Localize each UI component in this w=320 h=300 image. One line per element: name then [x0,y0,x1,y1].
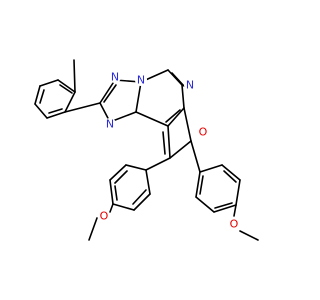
methyl-bond-right [239,230,259,241]
triazole-ring [99,79,142,123]
svg-text:N: N [186,79,194,92]
structure-diagram: N N N N O O O [34,59,259,241]
furan-anisyl-bond-right [190,140,201,173]
methyl-bond [73,59,76,93]
svg-text:O: O [230,218,239,231]
atom-o-methoxy-right: O [228,218,240,231]
atom-n-triazole-top: N [109,71,121,84]
atom-o-furan: O [197,126,209,139]
furan-ring [162,107,192,159]
atom-o-methoxy-left: O [98,210,110,223]
svg-text:N: N [111,71,119,84]
tolyl-ring [34,79,76,119]
svg-text:O: O [100,210,109,223]
svg-text:O: O [199,126,208,139]
svg-text:N: N [137,74,145,87]
methoxy-bond-left [109,203,114,213]
methyl-bond-left [88,217,98,241]
pyrimidine-ring [135,69,185,127]
methoxy-bond-right [233,204,237,217]
atom-n-pyrimidine: N [184,79,196,92]
tolyl-triazole-bond [64,102,101,113]
anisyl-ring-left [109,164,151,211]
atom-n-bridge: N [135,74,147,87]
molecule-canvas: N N N N O O O [34,59,259,241]
atom-n-triazole-left: N [104,118,116,131]
svg-text:N: N [106,118,114,131]
furan-anisyl-bond-left [145,157,171,171]
anisyl-ring-right [195,164,241,213]
